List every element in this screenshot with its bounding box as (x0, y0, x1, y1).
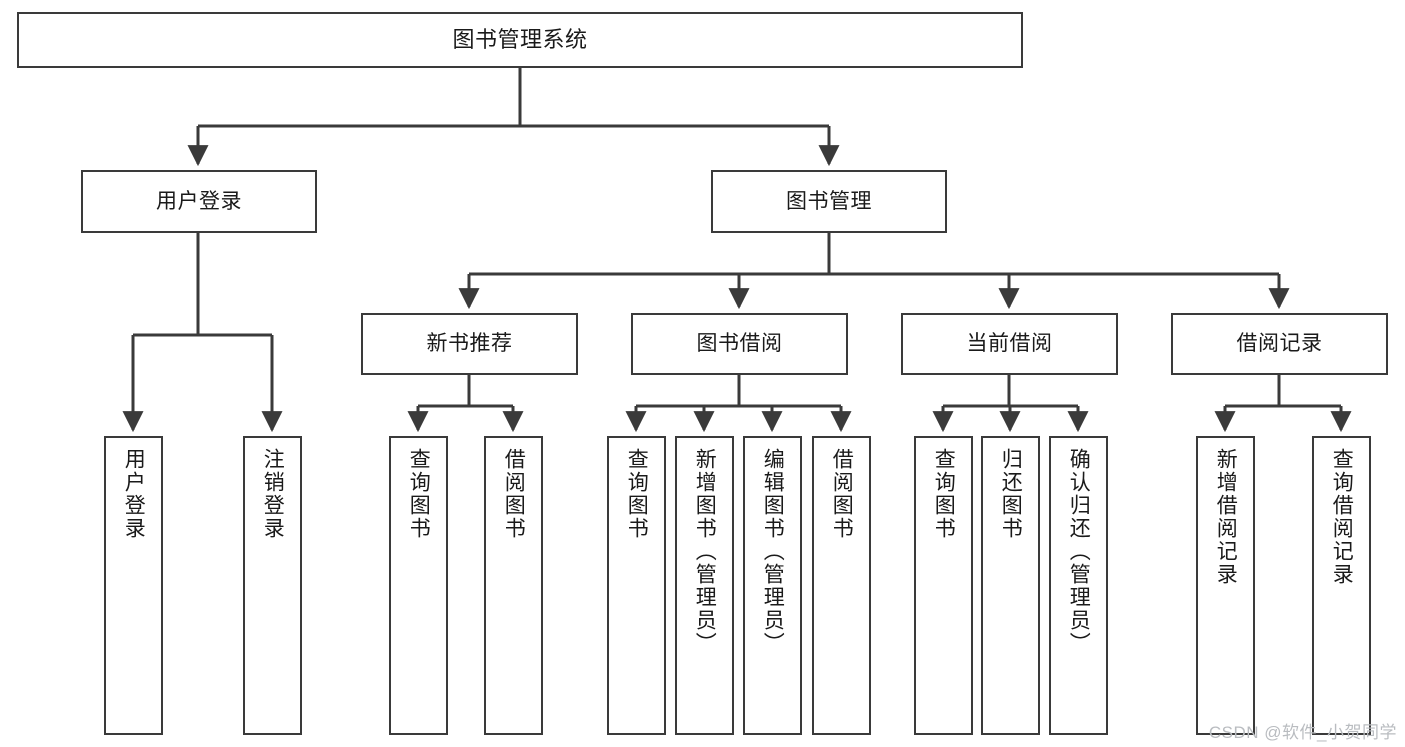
leaf-book-borrow-edit-book[interactable]: 编辑图书（管理员） (743, 436, 802, 735)
node-label: 查询图书 (625, 448, 649, 540)
node-label: 当前借阅 (966, 332, 1053, 356)
node-current-borrow[interactable]: 当前借阅 (901, 313, 1118, 375)
node-label: 新书推荐 (426, 332, 513, 356)
node-book-management[interactable]: 图书管理 (711, 170, 947, 233)
leaf-borrow-record-query-record[interactable]: 查询借阅记录 (1312, 436, 1371, 735)
node-label: 编辑图书（管理员） (761, 448, 785, 655)
leaf-book-borrow-borrow-book[interactable]: 借阅图书 (812, 436, 871, 735)
node-user-login[interactable]: 用户登录 (81, 170, 317, 233)
leaf-current-borrow-return-book[interactable]: 归还图书 (981, 436, 1040, 735)
leaf-borrow-record-add-record[interactable]: 新增借阅记录 (1196, 436, 1255, 735)
leaf-book-borrow-query-book[interactable]: 查询图书 (607, 436, 666, 735)
node-label: 查询图书 (407, 448, 431, 540)
node-label: 查询图书 (932, 448, 956, 540)
leaf-user-login-login[interactable]: 用户登录 (104, 436, 163, 735)
leaf-user-login-logout[interactable]: 注销登录 (243, 436, 302, 735)
leaf-new-book-query-book[interactable]: 查询图书 (389, 436, 448, 735)
leaf-current-borrow-confirm-return[interactable]: 确认归还（管理员） (1049, 436, 1108, 735)
node-label: 图书借阅 (696, 332, 783, 356)
node-label: 用户登录 (122, 448, 146, 540)
leaf-book-borrow-add-book[interactable]: 新增图书（管理员） (675, 436, 734, 735)
leaf-current-borrow-query-book[interactable]: 查询图书 (914, 436, 973, 735)
node-label: 用户登录 (156, 189, 242, 213)
node-label: 查询借阅记录 (1330, 448, 1354, 586)
watermark-text: CSDN @软件_小贺同学 (1208, 723, 1397, 742)
leaf-new-book-borrow-book[interactable]: 借阅图书 (484, 436, 543, 735)
node-label: 归还图书 (999, 448, 1023, 540)
node-label: 借阅记录 (1236, 332, 1323, 356)
node-label: 确认归还（管理员） (1067, 448, 1091, 655)
node-label: 新增借阅记录 (1214, 448, 1238, 586)
node-label: 注销登录 (261, 448, 285, 540)
node-label: 新增图书（管理员） (693, 448, 717, 655)
node-label: 借阅图书 (502, 448, 526, 540)
node-new-book-recommend[interactable]: 新书推荐 (361, 313, 578, 375)
node-label: 图书管理 (786, 189, 872, 213)
node-borrow-record[interactable]: 借阅记录 (1171, 313, 1388, 375)
node-label: 借阅图书 (830, 448, 854, 540)
node-book-borrow[interactable]: 图书借阅 (631, 313, 848, 375)
node-root-system[interactable]: 图书管理系统 (17, 12, 1023, 68)
node-label: 图书管理系统 (452, 26, 588, 52)
